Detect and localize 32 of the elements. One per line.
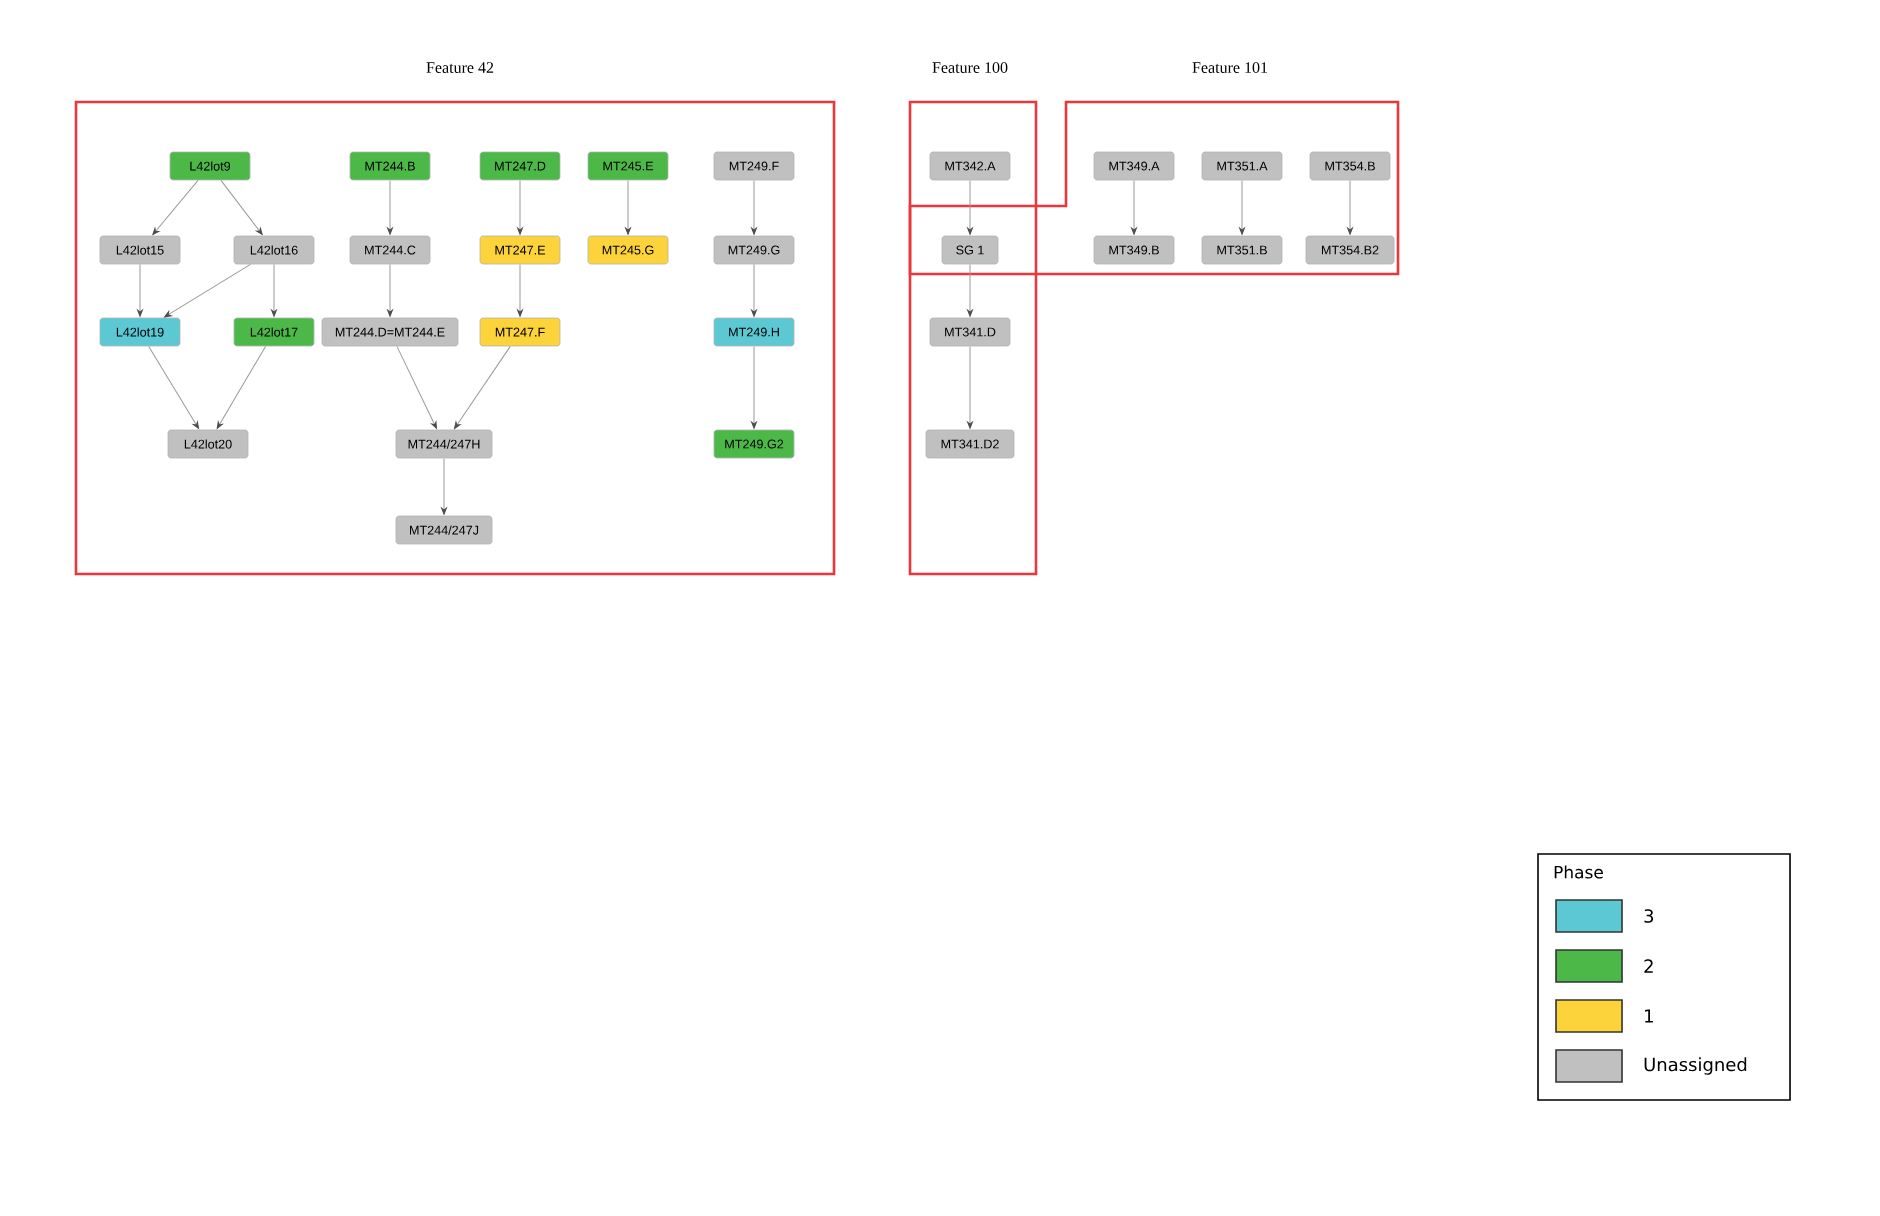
arrow — [148, 345, 200, 429]
arrow — [751, 179, 757, 235]
arrow — [396, 345, 437, 429]
arrow — [1131, 179, 1137, 235]
arrow — [441, 457, 447, 515]
arrow — [387, 263, 393, 317]
arrow — [216, 345, 266, 429]
arrow — [967, 345, 973, 429]
arrow — [220, 179, 263, 235]
arrow — [152, 179, 199, 236]
arrow — [751, 263, 757, 317]
node-label: Feature 100 — [932, 62, 1008, 73]
arrow — [517, 263, 523, 317]
legend-title: Phase — [1554, 865, 1603, 879]
arrow — [164, 263, 251, 318]
legend-text: 3 — [1644, 909, 1654, 923]
legend-text: 2 — [1644, 959, 1653, 973]
node-label: Feature 42 — [426, 62, 494, 73]
arrow — [1347, 179, 1353, 235]
arrow — [751, 345, 757, 429]
node-label: Feature 101 — [1192, 62, 1268, 73]
arrow — [387, 179, 393, 235]
arrow — [517, 179, 523, 235]
arrow — [1239, 179, 1245, 235]
arrow — [967, 179, 973, 235]
arrow — [137, 263, 143, 317]
arrow — [454, 345, 511, 429]
arrow — [967, 263, 973, 317]
legend-text: 1 — [1645, 1009, 1653, 1023]
arrow — [271, 263, 277, 317]
arrow — [625, 179, 631, 235]
legend-text: Unassigned — [1644, 1057, 1747, 1075]
